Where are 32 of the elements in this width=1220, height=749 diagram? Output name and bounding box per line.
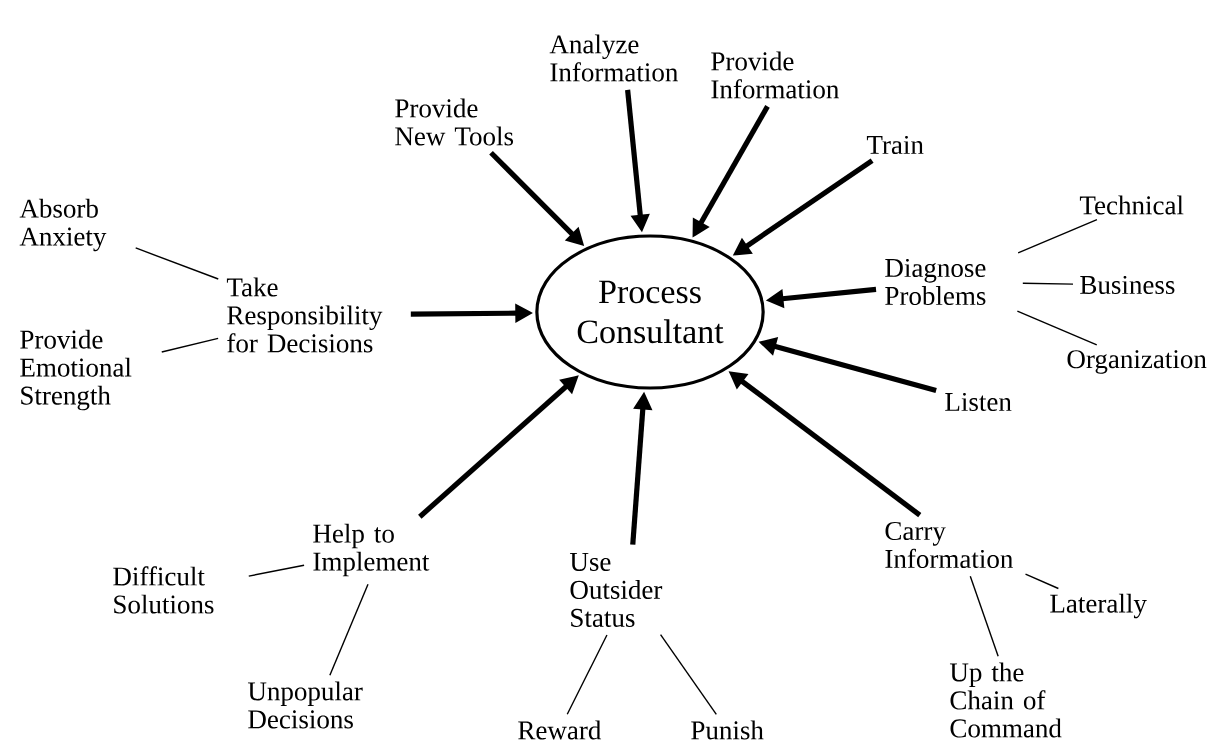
role-label: Unpopular Decisions bbox=[247, 681, 363, 729]
role-label: Take Responsibility for Decisions bbox=[226, 277, 383, 353]
role-label: Help to Implement bbox=[313, 523, 430, 577]
connector-line bbox=[1022, 282, 1074, 285]
role-label: Punish bbox=[691, 720, 764, 740]
role-label: Absorb Anxiety bbox=[19, 198, 107, 252]
role-label: Laterally bbox=[1050, 593, 1147, 619]
connector-line bbox=[1024, 573, 1060, 590]
role-label: Difficult Solutions bbox=[113, 566, 214, 614]
connector-line bbox=[659, 633, 718, 716]
role-label: Provide Emotional Strength bbox=[20, 329, 132, 411]
role-label: Technical bbox=[1079, 195, 1184, 215]
role-label: Provide Information bbox=[711, 51, 839, 99]
connector-line bbox=[248, 564, 305, 577]
role-label: Analyze Information bbox=[549, 34, 678, 82]
role-label: Diagnose Problems bbox=[885, 258, 986, 306]
role-label: Reward bbox=[518, 720, 602, 740]
connector-line bbox=[161, 337, 219, 353]
connector-line bbox=[1017, 219, 1098, 254]
role-label: Up the Chain of Command bbox=[949, 662, 1062, 738]
role-label: Train bbox=[866, 135, 924, 155]
connector-line bbox=[329, 583, 369, 676]
role-label: Organization bbox=[1067, 350, 1207, 374]
role-label: Use Outsider Status bbox=[569, 553, 663, 627]
role-label: Listen bbox=[945, 392, 1012, 412]
connector-line bbox=[135, 247, 219, 280]
connector-line bbox=[969, 575, 999, 657]
connector-line bbox=[566, 634, 608, 715]
role-label: Business bbox=[1080, 275, 1175, 295]
connector-line bbox=[1016, 310, 1098, 346]
role-label: Carry Information bbox=[885, 521, 1013, 569]
role-label: Provide New Tools bbox=[395, 98, 514, 146]
